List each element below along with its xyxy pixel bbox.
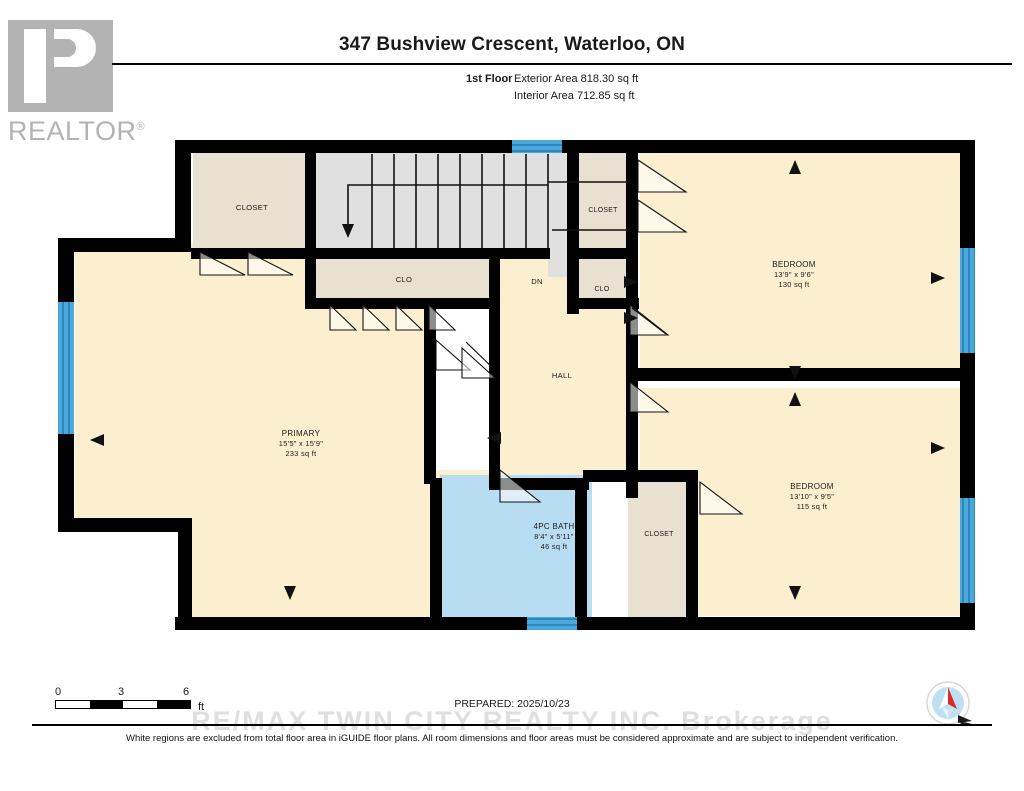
page-title: 347 Bushview Crescent, Waterloo, ON: [339, 34, 685, 55]
closet-fill-clo-center: [313, 255, 495, 303]
scale-bar: 0 3 6 ft: [55, 686, 204, 713]
room-label-bath: 4PC BATH 8'4" x 5'11" 46 sq ft: [534, 522, 575, 551]
exterior-area: Exterior Area 818.30 sq ft: [514, 73, 639, 85]
view-marker-group: [90, 160, 945, 600]
svg-text:46 sq ft: 46 sq ft: [541, 542, 568, 551]
svg-text:BEDROOM: BEDROOM: [772, 260, 815, 269]
door-arc-group: [465, 307, 667, 371]
window-group: [58, 140, 975, 630]
svg-text:233 sq ft: 233 sq ft: [285, 449, 316, 458]
scale-tick-6: 6: [183, 686, 190, 698]
compass-rose: [922, 677, 976, 731]
header-divider: [112, 63, 1012, 65]
window-left: [58, 302, 74, 434]
interior-area: Interior Area 712.85 sq ft: [514, 90, 635, 102]
realtor-wordmark: REALTOR®: [8, 116, 145, 147]
window-bottom: [527, 617, 577, 630]
room-fill-bedroom-top: [640, 152, 960, 370]
room-label-closet-top-left: CLOSET: [236, 203, 268, 212]
room-label-hall: HALL: [552, 371, 572, 380]
prepared-date: PREPARED: 2025/10/23: [454, 698, 570, 710]
footer-divider: [32, 724, 992, 726]
realtor-logo: REALTOR®: [8, 20, 145, 146]
room-label-bedroom-top: BEDROOM 13'9" x 9'6" 130 sq ft: [772, 260, 815, 289]
window-top: [512, 140, 562, 153]
scale-tick-3: 3: [118, 686, 125, 698]
door-group: [199, 158, 744, 515]
room-label-dn: DN: [531, 277, 543, 286]
svg-text:13'9" x 9'6": 13'9" x 9'6": [774, 270, 814, 279]
room-label-clo-center: CLO: [396, 275, 413, 284]
svg-text:115 sq ft: 115 sq ft: [797, 502, 828, 511]
closet-fill-clo-right: [578, 258, 626, 302]
svg-text:BEDROOM: BEDROOM: [790, 482, 833, 491]
room-label-clo-right: CLO: [594, 286, 609, 293]
room-label-closet-bottom-right: CLOSET: [644, 531, 674, 538]
stair-arrow-head: [342, 224, 354, 238]
staircase: [371, 154, 549, 248]
floor-label: 1st Floor: [466, 73, 513, 85]
scale-tick-0: 0: [55, 686, 62, 698]
window-right-upper: [960, 248, 975, 353]
stair-fill: [313, 152, 548, 252]
scale-bar-segments: [55, 700, 191, 709]
realtor-wordmark-text: REALTOR: [8, 116, 137, 146]
room-label-closet-top-right: CLOSET: [588, 207, 618, 214]
svg-text:4PC BATH: 4PC BATH: [534, 522, 575, 531]
stair-direction-arrow: [347, 184, 548, 225]
disclaimer-text: White regions are excluded from total fl…: [125, 733, 899, 744]
room-label-bedroom-bottom: BEDROOM 13'10" x 9'5" 115 sq ft: [790, 482, 835, 511]
floor-plan: CLOSET CLO CLOSET CLO DN HALL PRIMARY 15…: [0, 130, 1024, 650]
closet-fill-top-left: [193, 152, 311, 252]
svg-text:13'10" x 9'5": 13'10" x 9'5": [790, 492, 835, 501]
registered-mark: ®: [136, 121, 146, 133]
svg-text:8'4" x 5'11": 8'4" x 5'11": [534, 532, 574, 541]
room-label-primary: PRIMARY 15'5" x 15'9" 233 sq ft: [279, 429, 324, 458]
closet-fill-top-right: [578, 152, 633, 252]
svg-text:15'5" x 15'9": 15'5" x 15'9": [279, 439, 324, 448]
window-right-lower: [960, 498, 975, 603]
scale-unit: ft: [198, 701, 205, 713]
landing-lines: [548, 181, 630, 231]
closet-fill-bottom-right: [628, 475, 690, 617]
svg-text:PRIMARY: PRIMARY: [282, 429, 321, 438]
svg-text:130 sq ft: 130 sq ft: [778, 280, 809, 289]
realtor-r-mark: [8, 20, 113, 112]
